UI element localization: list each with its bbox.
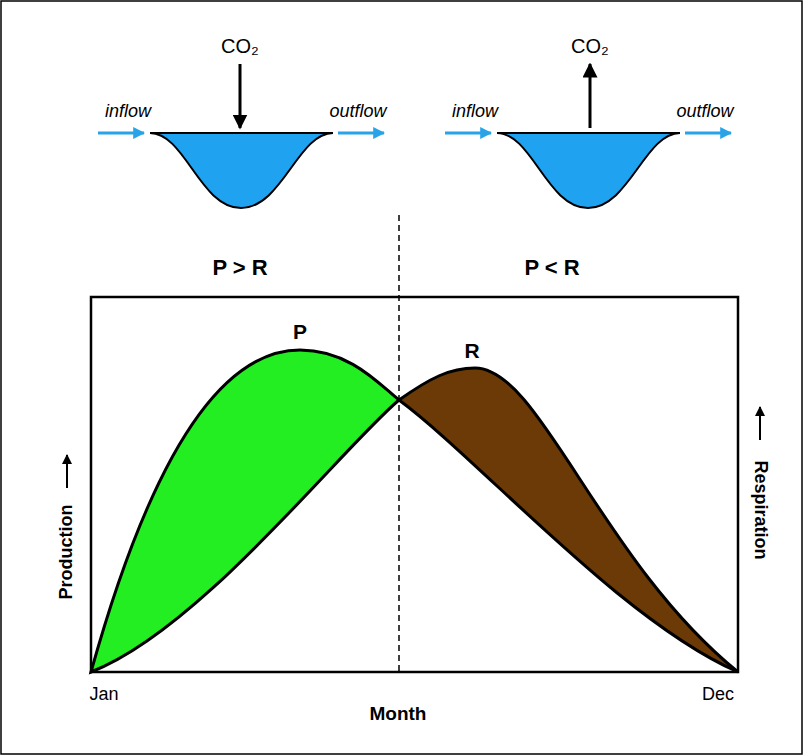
inflow-arrow bbox=[98, 132, 144, 135]
plot-frame bbox=[91, 297, 738, 672]
water-surface bbox=[497, 132, 680, 134]
water-body bbox=[497, 133, 680, 208]
gas-label: CO₂ bbox=[571, 35, 609, 57]
divider-line bbox=[398, 215, 400, 672]
tick-label: Jan bbox=[89, 685, 118, 705]
respiration-surplus-area bbox=[399, 368, 738, 672]
flow-label: inflow bbox=[452, 102, 498, 122]
production-surplus-area bbox=[91, 350, 399, 672]
co2-release-arrow bbox=[589, 64, 592, 128]
water-body bbox=[150, 133, 333, 208]
axis-title: Month bbox=[370, 704, 427, 725]
curve-label: P bbox=[293, 320, 307, 343]
axis-label: Respiration bbox=[750, 460, 770, 559]
outflow-arrow bbox=[338, 132, 384, 135]
balance-label: P > R bbox=[212, 256, 267, 280]
flow-label: inflow bbox=[105, 102, 151, 122]
inflow-arrow bbox=[445, 132, 491, 135]
co2-uptake-arrow bbox=[239, 64, 242, 128]
flow-label: outflow bbox=[329, 102, 386, 122]
outflow-arrow bbox=[685, 132, 731, 135]
axis-label: Production bbox=[57, 505, 77, 600]
tick-label: Dec bbox=[702, 685, 734, 705]
gas-label: CO₂ bbox=[221, 35, 259, 57]
curve-label: R bbox=[464, 339, 479, 362]
flow-label: outflow bbox=[676, 102, 733, 122]
balance-label: P < R bbox=[524, 256, 579, 280]
water-surface bbox=[150, 132, 333, 134]
axis-arrow bbox=[759, 407, 761, 440]
axis-arrow bbox=[66, 455, 68, 488]
